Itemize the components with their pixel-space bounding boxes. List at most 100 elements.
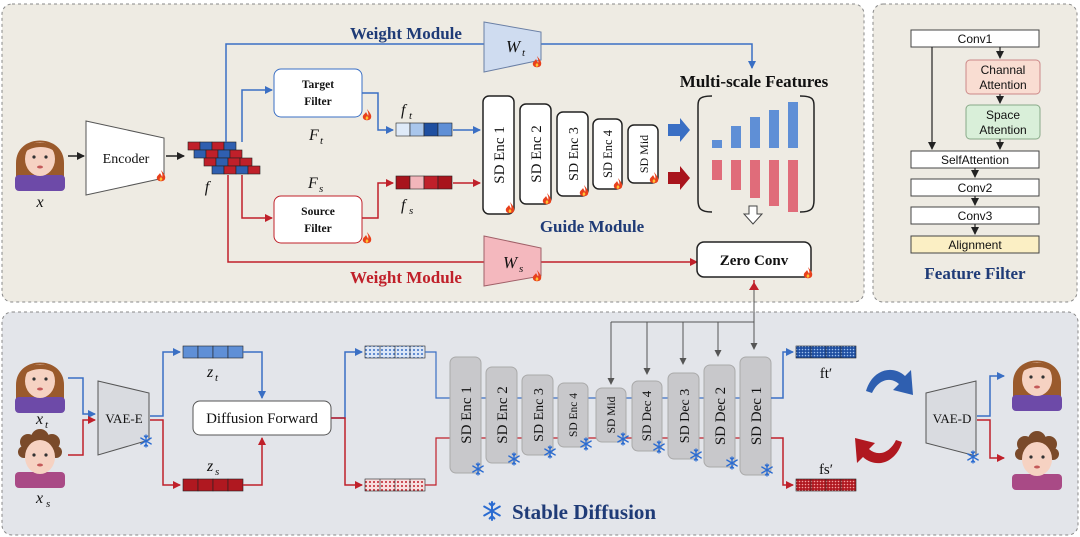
input-face-xt <box>15 362 65 413</box>
arrow-to-multiscale-blue <box>668 118 690 142</box>
ff-sa-label-1: Space <box>986 108 1020 122</box>
multiscale-bracket-left <box>697 95 713 213</box>
xt-sub: t <box>45 419 49 431</box>
ws-label: W <box>503 253 519 272</box>
ms-blue-bar <box>750 117 760 148</box>
guide-injection-lines <box>607 321 758 385</box>
arrow-vae-to-zs <box>150 419 181 489</box>
unet-mid-label: SD Mid <box>606 396 618 433</box>
zt-label: z <box>206 364 214 381</box>
zero-conv-label: Zero Conv <box>720 253 789 269</box>
guide-enc-2 <box>519 103 552 205</box>
swap-arrow-blue <box>866 369 913 395</box>
feature-filter: Conv1 Channal Attention Space Attention … <box>910 29 1041 283</box>
unet-enc-2 <box>485 366 518 464</box>
ft-sub: t <box>409 110 413 122</box>
wt-module <box>483 21 542 73</box>
ff-alignment-label: Alignment <box>948 238 1002 252</box>
unet-dec-1 <box>739 356 772 476</box>
arrow-diffusion-to-noisy-s <box>331 417 363 489</box>
multiscale-blue-bars <box>712 102 798 148</box>
multiscale-bracket-right <box>799 95 815 213</box>
weight-module-bottom-label: Weight Module <box>350 268 462 287</box>
vae-d-label: VAE-D <box>933 411 972 426</box>
arrow-zs-to-diffusion <box>243 437 266 486</box>
feature-stack-f <box>187 141 261 175</box>
ms-blue-bar <box>788 102 798 148</box>
guide-enc-4-label: SD Enc 4 <box>601 129 615 178</box>
ft-prime-label: ft′ <box>820 366 832 382</box>
arrow-zt-to-diffusion <box>243 351 266 399</box>
encoder-label: Encoder <box>103 152 150 167</box>
xt-label: x <box>35 411 43 428</box>
line-f-to-ws <box>227 175 486 263</box>
f-label: f <box>205 179 212 196</box>
source-filter-block <box>273 195 363 244</box>
arrow-target-to-ft <box>362 92 394 134</box>
Fs-sub: s <box>319 183 323 195</box>
ft-label: f <box>401 102 408 119</box>
unet-enc-2-label: SD Enc 2 <box>495 386 511 444</box>
guide-enc-1-label: SD Enc 1 <box>492 126 508 184</box>
guide-enc-1 <box>482 95 515 215</box>
zero-conv-arrowhead <box>749 282 759 290</box>
fs-prime-label: fs′ <box>819 462 833 478</box>
ff-ca-label-1: Channal <box>981 63 1026 77</box>
diffusion-forward-label: Diffusion Forward <box>206 411 318 427</box>
unet-enc-4-label: SD Enc 4 <box>568 393 580 437</box>
wt-sub: t <box>522 47 526 59</box>
ff-channel-attention <box>965 59 1041 95</box>
Fs-label: F <box>307 175 318 192</box>
arrow-vae-d-to-output-t <box>977 372 1005 417</box>
zt-vector <box>182 345 244 359</box>
stable-diffusion-title: Stable Diffusion <box>512 500 656 524</box>
unet-dec-2-label: SD Dec 2 <box>713 387 729 445</box>
zs-sub: s <box>215 466 219 478</box>
ff-selfattention-label: SelfAttention <box>941 153 1009 167</box>
unet-blocks: SD Enc 1 SD Enc 2 SD Enc 3 SD Enc 4 SD M… <box>449 356 773 477</box>
zs-label: z <box>206 458 214 475</box>
multiscale-red-bars <box>712 160 798 212</box>
ms-red-bar <box>731 160 741 190</box>
input-face-x <box>15 140 65 191</box>
ms-red-bar <box>769 160 779 206</box>
line-f-to-source-filter <box>241 175 273 222</box>
unet-dec-4-label: SD Dec 4 <box>639 390 654 441</box>
zs-vector <box>182 478 244 492</box>
fs-sub: s <box>409 205 413 217</box>
ff-sa-label-2: Attention <box>979 123 1026 137</box>
ms-blue-bar <box>769 110 779 148</box>
ff-conv3-label: Conv3 <box>958 209 993 223</box>
xs-label: x <box>35 490 43 507</box>
vae-e-label: VAE-E <box>105 411 142 426</box>
multi-scale-label: Multi-scale Features <box>680 72 829 91</box>
arrow-unet-to-ftp <box>771 348 794 399</box>
top-panel <box>1 3 865 303</box>
unet-dec-4 <box>631 380 663 452</box>
arrow-source-to-fs <box>362 179 394 219</box>
guide-module-encoders: SD Enc 1 SD Enc 2 SD Enc 3 SD Enc 4 SD M… <box>482 95 659 215</box>
x-label: x <box>35 194 43 211</box>
unet-dec-2 <box>703 364 736 468</box>
zero-conv-block <box>696 241 812 278</box>
arrow-xt-to-vae <box>68 377 96 418</box>
feature-filter-title: Feature Filter <box>924 264 1026 283</box>
unet-enc-1 <box>449 356 482 474</box>
arrow-unet-to-fsp <box>771 437 794 489</box>
target-filter-label-1: Target <box>302 79 334 91</box>
ms-red-bar <box>750 160 760 198</box>
ff-alignment <box>910 235 1040 254</box>
fs-label: f <box>401 197 408 214</box>
line-f-to-wt <box>225 43 490 142</box>
ff-conv1-label: Conv1 <box>958 32 993 46</box>
unet-mid <box>595 387 627 443</box>
unet-dec-3-label: SD Dec 3 <box>678 389 693 443</box>
guide-enc-3 <box>556 111 589 197</box>
guide-enc-3-label: SD Enc 3 <box>567 127 582 181</box>
unet-dec-3 <box>667 372 700 460</box>
target-filter-block <box>273 68 363 118</box>
ms-red-bar <box>712 160 722 180</box>
ms-blue-bar <box>712 140 722 148</box>
arrow-to-multiscale-red <box>668 166 690 190</box>
